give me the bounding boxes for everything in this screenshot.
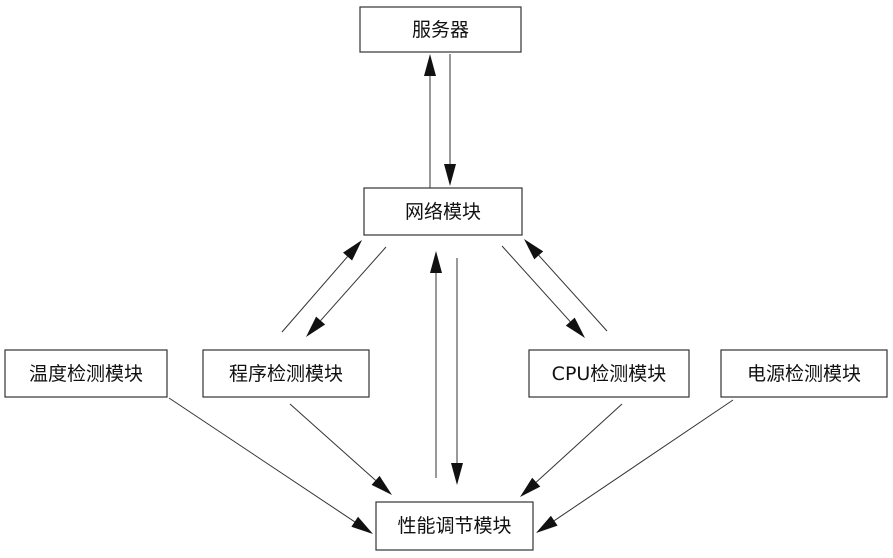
edge-network-to-perf xyxy=(451,258,463,485)
edge-server-to-network xyxy=(444,54,456,186)
node-performance-tuning-label: 性能调节模块 xyxy=(397,515,511,537)
node-server-label: 服务器 xyxy=(412,19,469,41)
arrowhead-icon xyxy=(424,54,436,76)
edge-program-to-perf xyxy=(290,404,392,495)
arrowhead-icon xyxy=(451,463,463,485)
edge-line xyxy=(554,400,733,521)
arrowhead-icon xyxy=(444,164,456,186)
edge-network-to-server xyxy=(424,54,436,188)
arrowhead-icon xyxy=(343,240,362,261)
node-temp-detection-label: 温度检测模块 xyxy=(29,363,143,385)
node-program-detection: 程序检测模块 xyxy=(203,350,369,397)
node-network-label: 网络模块 xyxy=(405,201,481,223)
node-power-detection-label: 电源检测模块 xyxy=(747,363,861,385)
edge-cpu-to-network xyxy=(524,239,607,331)
edge-temp-to-perf xyxy=(169,398,373,534)
edge-perf-to-network xyxy=(430,251,442,478)
node-temp-detection: 温度检测模块 xyxy=(5,350,167,397)
edge-cpu-to-perf xyxy=(520,404,622,497)
edge-line xyxy=(536,404,622,482)
arrowhead-icon xyxy=(566,318,585,338)
arrowhead-icon xyxy=(306,317,325,337)
arrowhead-icon xyxy=(372,476,392,495)
edges-layer xyxy=(169,54,733,534)
arrowhead-icon xyxy=(536,516,558,533)
edge-line xyxy=(321,247,386,321)
arrowhead-icon xyxy=(351,517,373,534)
node-performance-tuning: 性能调节模块 xyxy=(376,502,533,550)
node-cpu-detection-label: CPU检测模块 xyxy=(552,363,667,385)
edge-network-to-program xyxy=(306,247,386,337)
edge-program-to-network xyxy=(282,240,362,332)
edge-network-to-cpu xyxy=(502,246,585,338)
arrowhead-icon xyxy=(430,251,442,273)
node-program-detection-label: 程序检测模块 xyxy=(229,363,343,385)
arrowhead-icon xyxy=(524,239,543,259)
edge-line xyxy=(290,404,376,480)
node-server: 服务器 xyxy=(360,7,521,52)
node-power-detection: 电源检测模块 xyxy=(721,350,887,397)
node-network: 网络模块 xyxy=(364,188,522,235)
node-cpu-detection: CPU检测模块 xyxy=(529,350,689,397)
edge-line xyxy=(169,398,355,522)
edge-power-to-perf xyxy=(536,400,733,533)
